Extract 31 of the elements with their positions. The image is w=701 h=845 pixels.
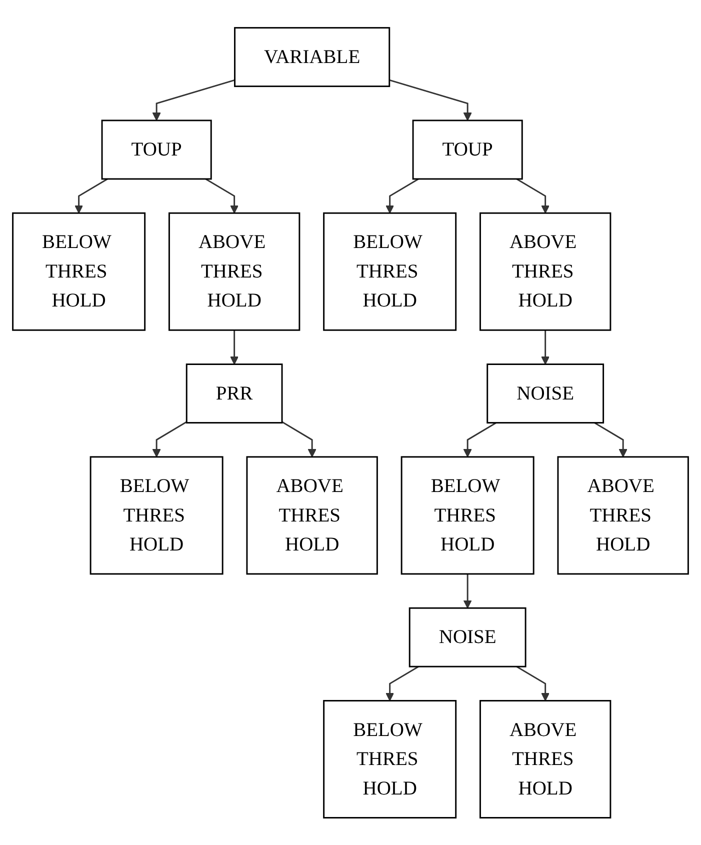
arrow bbox=[516, 178, 550, 214]
arrow bbox=[594, 422, 628, 458]
arrow bbox=[463, 422, 497, 458]
node-box: BELOW THRES HOLD bbox=[12, 212, 146, 331]
node-box: ABOVE THRES HOLD bbox=[479, 212, 612, 331]
arrow bbox=[389, 79, 472, 121]
node-box: PRR bbox=[186, 363, 283, 424]
node-box: NOISE bbox=[486, 363, 604, 424]
node-box: BELOW THRES HOLD bbox=[323, 212, 457, 331]
node-box: BELOW THRES HOLD bbox=[323, 700, 457, 818]
node-box: ABOVE THRES HOLD bbox=[557, 456, 689, 574]
arrow bbox=[541, 330, 550, 364]
node-box: NOISE bbox=[408, 607, 526, 668]
arrow bbox=[282, 421, 316, 458]
node-box: TOUP bbox=[101, 119, 212, 180]
arrow bbox=[152, 421, 187, 458]
arrow bbox=[386, 178, 419, 214]
arrow bbox=[205, 178, 239, 214]
node-box: BELOW THRES HOLD bbox=[90, 456, 224, 574]
arrow bbox=[74, 178, 108, 214]
node-box: ABOVE THRES HOLD bbox=[246, 456, 378, 574]
arrow bbox=[230, 330, 239, 364]
node-box: ABOVE THRES HOLD bbox=[168, 212, 300, 331]
node-box: TOUP bbox=[412, 119, 523, 180]
arrow bbox=[152, 79, 235, 121]
arrow bbox=[463, 574, 472, 608]
arrow bbox=[386, 666, 419, 701]
node-box: ABOVE THRES HOLD bbox=[479, 700, 612, 818]
node-box: VARIABLE bbox=[234, 26, 390, 87]
node-box: BELOW THRES HOLD bbox=[400, 456, 534, 574]
arrow bbox=[516, 666, 550, 701]
